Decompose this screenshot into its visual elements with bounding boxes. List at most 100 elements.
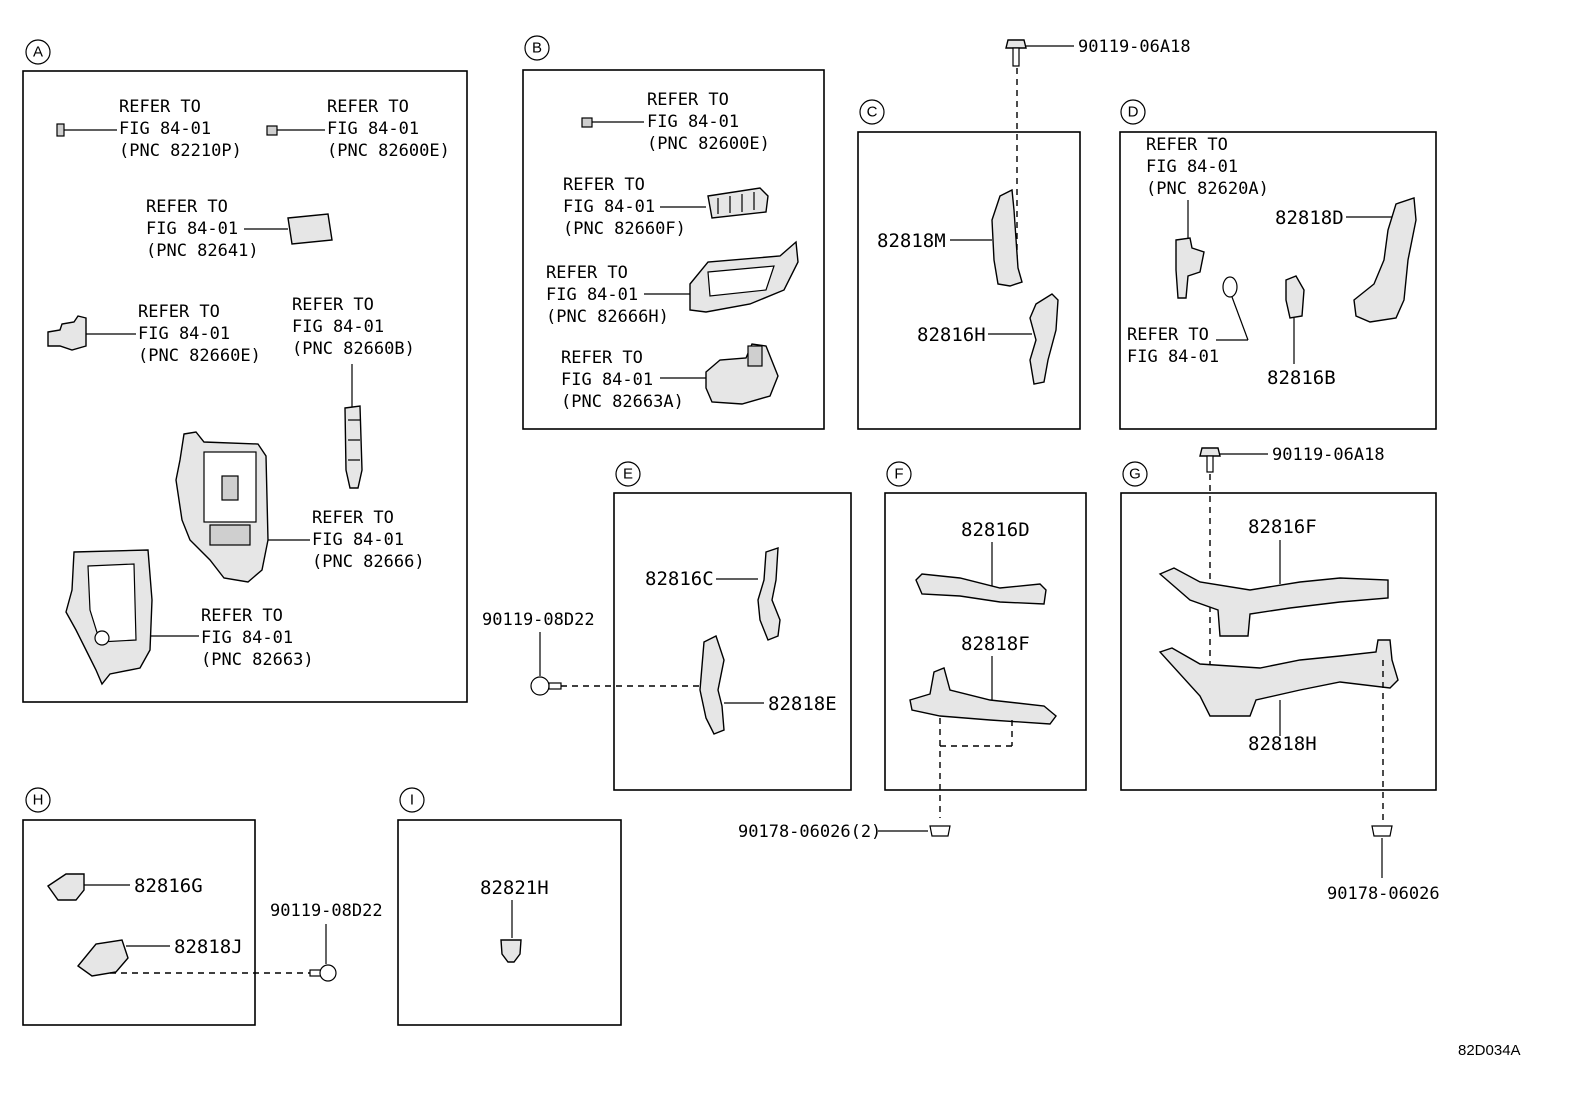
bracket-82818m-part [991,188,1023,287]
ref-82666[interactable]: REFER TO FIG 84-01 (PNC 82666) [175,431,425,583]
section-f-frame [884,492,1087,791]
part-82818f[interactable]: 82818F [909,633,1057,725]
ref-line-3: (PNC 82600E) [327,141,450,161]
ref-line-2: FIG 84-01 [647,112,739,132]
ref-82210p[interactable]: REFER TO FIG 84-01 (PNC 82210P) [56,97,242,161]
ref-line-3: (PNC 82620A) [1146,179,1269,199]
clip-nut-icon [1222,276,1238,298]
bracket-82816c-part [757,547,781,641]
part-number-label: 82816B [1267,367,1336,389]
ref-line-2: FIG 84-01 [327,119,419,139]
section-h: H 82816G 82818J 90119-08D22 [22,787,383,1026]
section-d-marker [1120,99,1146,125]
part-82816b[interactable]: 82816B [1267,275,1336,389]
part-82816c[interactable]: 82816C [645,547,781,641]
figure-id: 82D034A [1458,1042,1521,1059]
part-82816f[interactable]: 82816F [1158,516,1389,637]
ref-82666h[interactable]: REFER TO FIG 84-01 (PNC 82666H) [546,240,799,327]
part-number-label: 82816F [1248,516,1317,538]
section-f-marker [886,461,912,487]
ref-line-2: FIG 84-01 [119,119,211,139]
part-number-label: 82816D [961,519,1030,541]
ref-82663a[interactable]: REFER TO FIG 84-01 (PNC 82663A) [561,343,779,412]
ref-82660e[interactable]: REFER TO FIG 84-01 (PNC 82660E) [47,302,261,366]
part-82818m[interactable]: 82818M [877,188,1023,287]
bolt-90119-06a18-g[interactable]: 90119-06A18 [1199,445,1385,473]
part-82818d[interactable]: 82818D [1275,197,1417,323]
bolt-part-number: 90119-08D22 [482,610,595,630]
ref-82663[interactable]: REFER TO FIG 84-01 (PNC 82663) [65,549,314,686]
ref-82660b[interactable]: REFER TO FIG 84-01 (PNC 82660B) [292,295,415,489]
relay-small-part [581,117,593,128]
clip-90178-06026-g[interactable]: 90178-06026 [1327,825,1440,904]
ref-line-2: FIG 84-01 [292,317,384,337]
ref-line-1: REFER TO [201,606,283,626]
ref-line-3: (PNC 82660E) [138,346,261,366]
section-i-letter: I [410,792,414,809]
section-h-frame [22,819,256,1026]
part-number-label: 82816G [134,875,203,897]
bracket-82816g-part [47,873,85,901]
ref-82660f[interactable]: REFER TO FIG 84-01 (PNC 82660F) [563,175,769,239]
ref-82620a-clip[interactable]: REFER TO FIG 84-01 [1127,276,1249,367]
part-82816h[interactable]: 82816H [917,293,1059,385]
bolt-head-icon [1005,39,1027,49]
relay-small-part [266,125,278,136]
section-e-frame [613,492,852,791]
clip-icon [1371,825,1393,837]
ref-line-2: FIG 84-01 [563,197,655,217]
bolt-shank [548,682,562,690]
section-b-marker [524,35,550,61]
part-82818h[interactable]: 82818H [1158,639,1399,755]
ref-82600e-b[interactable]: REFER TO FIG 84-01 (PNC 82600E) [581,90,770,154]
part-number-label: 82821H [480,877,549,899]
ref-line-3: (PNC 82641) [146,241,259,261]
clip-90178-06026-2[interactable]: 90178-06026(2) [738,822,951,842]
section-b: B REFER TO FIG 84-01 (PNC 82600E) REFER … [522,35,825,430]
part-82818j[interactable]: 82818J [76,936,243,977]
bracket-82818d-part [1353,197,1417,323]
part-82816g[interactable]: 82816G [47,873,203,901]
connector-block-part [47,315,87,351]
ref-line-1: REFER TO [1127,325,1209,345]
bolt-head-icon [530,676,550,696]
ref-line-3: (PNC 82660B) [292,339,415,359]
bracket-82818e-part [699,635,725,735]
bolt-90119-08d22-h[interactable]: 90119-08D22 [270,901,383,982]
ref-line-2: FIG 84-01 [1146,157,1238,177]
section-c-marker [859,99,885,125]
part-number-label: 82816H [917,324,986,346]
ref-line-3: (PNC 82600E) [647,134,770,154]
module-box-part [287,213,333,245]
box-cover-tab [747,345,763,367]
ref-82641[interactable]: REFER TO FIG 84-01 (PNC 82641) [146,197,333,261]
section-d-frame [1119,131,1437,430]
ref-line-1: REFER TO [312,508,394,528]
ref-line-3: (PNC 82666) [312,552,425,572]
part-82816d[interactable]: 82816D [915,519,1047,605]
ref-line-3: (PNC 82210P) [119,141,242,161]
section-a-marker [25,39,51,65]
bolt-part-number: 90119-06A18 [1272,445,1385,465]
ref-line-3: (PNC 82666H) [546,307,669,327]
ref-line-1: REFER TO [292,295,374,315]
ref-line-2: FIG 84-01 [201,628,293,648]
part-82818e[interactable]: 82818E [699,635,837,735]
cover-bracket-inner [87,563,137,643]
section-g: G 90119-06A18 82816F 82818H 90178-06026 [1120,445,1440,904]
bolt-90119-08d22-e[interactable]: 90119-08D22 [482,610,595,696]
part-number-label: 82816C [645,568,714,590]
part-82821h[interactable]: 82821H [480,877,549,963]
ref-82620a[interactable]: REFER TO FIG 84-01 (PNC 82620A) [1146,135,1269,299]
ref-line-1: REFER TO [546,263,628,283]
section-d: D REFER TO FIG 84-01 (PNC 82620A) 82818D… [1119,99,1437,430]
ref-line-3: (PNC 82663) [201,650,314,670]
ref-line-1: REFER TO [1146,135,1228,155]
ref-82600e[interactable]: REFER TO FIG 84-01 (PNC 82600E) [266,97,450,161]
bolt-head-icon [319,964,337,982]
section-f-letter: F [894,466,903,483]
bolt-90119-06a18-top[interactable]: 90119-06A18 [1005,37,1191,67]
rail-82818f-part [909,667,1057,725]
section-e: E 82816C 82818E 90119-08D22 [482,461,852,791]
